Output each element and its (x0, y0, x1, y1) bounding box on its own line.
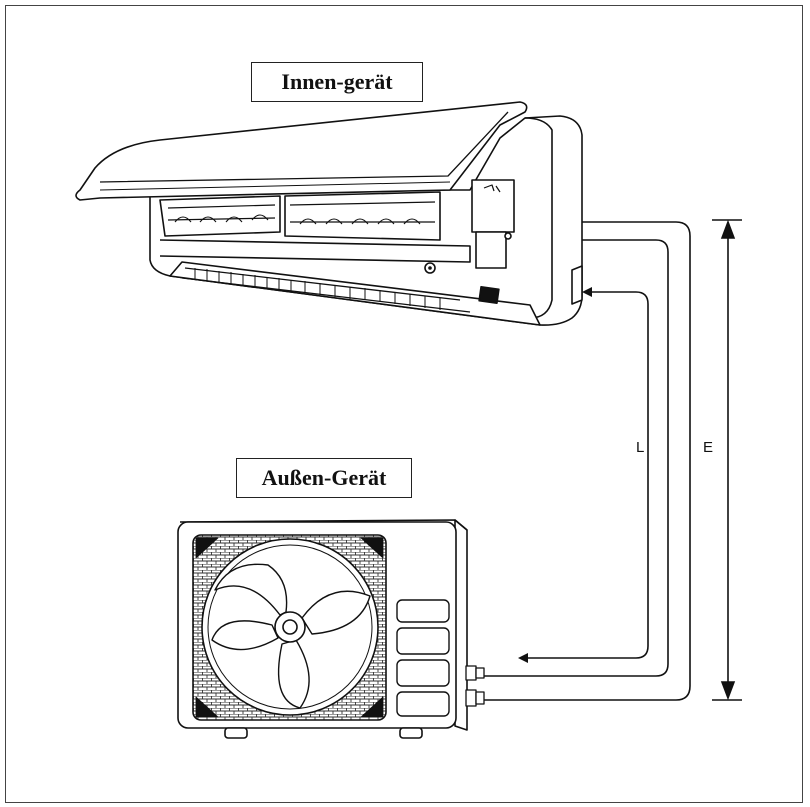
indoor-lower-vents (194, 268, 441, 310)
indoor-unit-label: Innen-gerät (251, 62, 423, 102)
outdoor-unit (177, 519, 485, 739)
height-difference-label: E (703, 439, 714, 456)
refrigerant-pipes (484, 221, 691, 701)
fan-blades (211, 563, 371, 709)
service-valves (465, 665, 485, 707)
indoor-unit (75, 101, 583, 326)
indoor-filter-clips (174, 214, 421, 225)
height-dimension (712, 219, 742, 701)
outdoor-service-panels (396, 599, 450, 717)
diagram-frame (5, 5, 803, 803)
outdoor-unit-label: Außen-Gerät (236, 458, 412, 498)
pipe-length-label: L (636, 439, 645, 456)
